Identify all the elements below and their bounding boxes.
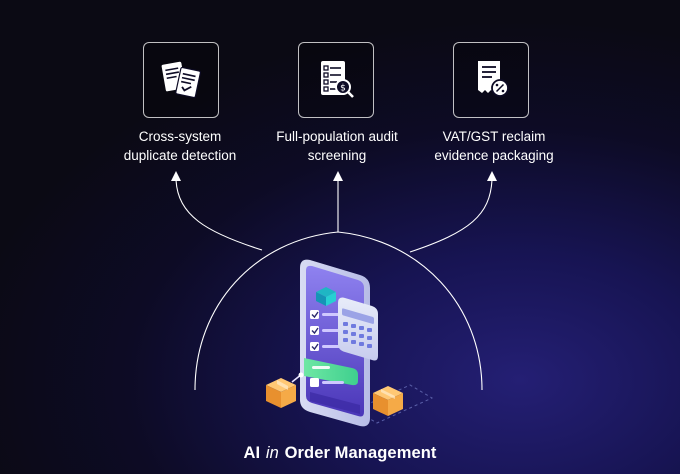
arrow-left-icon xyxy=(171,171,181,181)
arrow-right-icon xyxy=(487,171,497,181)
connector-right xyxy=(409,179,493,253)
package-box-left-icon xyxy=(266,378,296,408)
feature-icon-box-audit: $ xyxy=(298,42,374,118)
title-suffix: Order Management xyxy=(284,444,437,462)
receipt-percent-icon xyxy=(478,61,509,97)
checklist-audit-icon: $ xyxy=(321,61,354,98)
cube-logo-icon xyxy=(316,287,336,306)
calculator-card xyxy=(338,297,378,361)
feature-label-audit: Full-population audit screening xyxy=(247,127,427,165)
feature-label-line: VAT/GST reclaim xyxy=(442,129,546,144)
feature-label-vat: VAT/GST reclaim evidence packaging xyxy=(404,127,584,165)
feature-label-duplicate: Cross-system duplicate detection xyxy=(90,127,270,165)
floor-dashed-outline xyxy=(353,384,434,424)
package-box-right-icon xyxy=(373,386,403,416)
page-title: AI in Order Management xyxy=(0,444,680,463)
feature-icon-box-vat xyxy=(453,42,529,118)
documents-copy-icon xyxy=(161,61,202,99)
title-prefix: AI xyxy=(243,444,261,462)
arrow-center-icon xyxy=(333,171,343,181)
feature-label-line: evidence packaging xyxy=(434,148,554,163)
feature-label-line: Full-population audit xyxy=(276,129,398,144)
svg-text:$: $ xyxy=(340,84,346,94)
feature-icon-box-duplicate xyxy=(143,42,219,118)
feature-label-line: Cross-system xyxy=(138,129,222,144)
feature-label-line: duplicate detection xyxy=(123,148,237,163)
pointer-dot xyxy=(298,372,304,378)
feature-label-line: screening xyxy=(307,148,367,163)
connector-left xyxy=(175,179,263,251)
title-italic: in xyxy=(265,444,279,462)
